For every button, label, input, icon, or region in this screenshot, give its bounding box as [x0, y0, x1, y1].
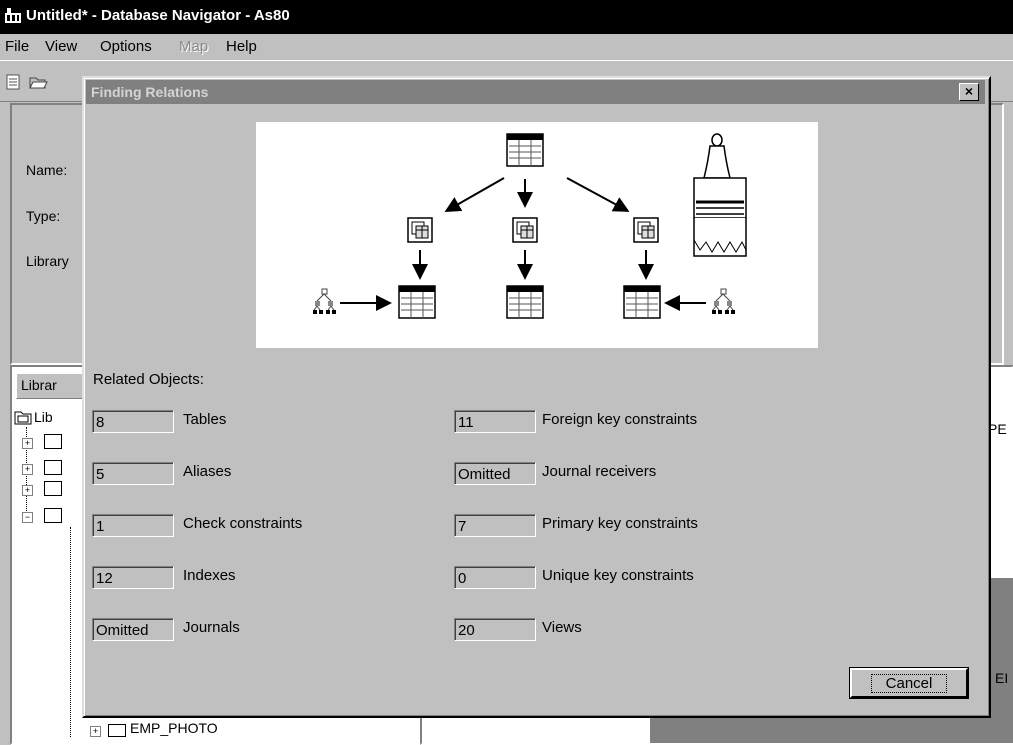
new-icon[interactable]	[4, 73, 24, 91]
folder-icon	[44, 460, 62, 475]
index-tree-icon	[312, 288, 337, 315]
table-icon	[506, 133, 544, 167]
foreign-key-constraints-label: Foreign key constraints	[542, 411, 698, 428]
libraries-tab-label: Librar	[21, 377, 57, 393]
tree-expand-icon[interactable]: +	[22, 438, 33, 449]
journals-label: Journals	[183, 619, 240, 636]
tree-collapse-icon[interactable]: −	[22, 512, 33, 523]
aliases-label: Aliases	[183, 463, 232, 480]
table-icon	[108, 724, 126, 737]
library-label: Library	[26, 253, 69, 269]
unique-key-constraints-count-field: 0	[454, 566, 536, 589]
library-root-icon	[14, 411, 32, 425]
view-icon	[633, 217, 659, 243]
type-label: Type:	[26, 208, 61, 224]
index-tree-icon	[711, 288, 736, 315]
primary-key-constraints-count-field: 7	[454, 514, 536, 537]
cancel-button-label: Cancel	[870, 674, 948, 693]
libraries-tab[interactable]: Librar	[16, 373, 88, 399]
view-icon	[512, 217, 538, 243]
relations-illustration	[256, 122, 818, 348]
aliases-count-field: 5	[92, 462, 174, 485]
related-objects-label: Related Objects:	[93, 371, 204, 388]
window-title-bar: Untitled* - Database Navigator - As80	[0, 0, 1013, 34]
cancel-button[interactable]: Cancel	[850, 668, 968, 698]
view-icon	[407, 217, 433, 243]
details-text-fragment: EI	[995, 670, 1009, 686]
check-constraints-count-field: 1	[92, 514, 174, 537]
views-count-field: 20	[454, 618, 536, 641]
foreign-key-constraints-count-field: 11	[454, 410, 536, 433]
journals-count-field: Omitted	[92, 618, 174, 641]
close-button[interactable]: ×	[959, 83, 979, 101]
open-folder-icon[interactable]	[28, 73, 48, 91]
folder-icon	[44, 481, 62, 496]
primary-key-constraints-label: Primary key constraints	[542, 515, 698, 532]
menu-map[interactable]: Map	[179, 38, 209, 55]
window-title: Untitled* - Database Navigator - As80	[26, 7, 290, 24]
indexes-label: Indexes	[183, 567, 236, 584]
paint-brush-icon	[693, 133, 747, 257]
details-text-fragment: PE	[988, 421, 1007, 437]
menu-help[interactable]: Help	[226, 38, 257, 55]
folder-icon	[44, 434, 62, 449]
table-icon	[398, 285, 436, 319]
views-label: Views	[542, 619, 582, 636]
tree-expand-icon[interactable]: +	[90, 726, 101, 737]
table-icon	[623, 285, 661, 319]
tree-expand-icon[interactable]: +	[22, 485, 33, 496]
tree-root-label[interactable]: Lib	[34, 409, 53, 425]
tree-expand-icon[interactable]: +	[22, 464, 33, 475]
name-label: Name:	[26, 162, 68, 178]
journal-receivers-label: Journal receivers	[542, 463, 657, 480]
folder-icon	[44, 508, 62, 523]
menu-file[interactable]: File	[5, 38, 30, 55]
tables-count-field: 8	[92, 410, 174, 433]
unique-key-constraints-label: Unique key constraints	[542, 567, 694, 584]
table-icon	[506, 285, 544, 319]
journal-receivers-count-field: Omitted	[454, 462, 536, 485]
dialog-title: Finding Relations	[91, 84, 209, 100]
close-icon: ×	[964, 83, 974, 99]
menu-options[interactable]: Options	[100, 38, 152, 55]
tables-label: Tables	[183, 411, 227, 428]
menu-view[interactable]: View	[45, 38, 78, 55]
tree-item-emp-photo[interactable]: EMP_PHOTO	[130, 720, 218, 736]
finding-relations-dialog: Finding Relations ×	[82, 76, 991, 718]
indexes-count-field: 12	[92, 566, 174, 589]
menu-bar: File View Options Map Help	[0, 34, 1013, 60]
database-navigator-app-icon	[5, 8, 21, 23]
check-constraints-label: Check constraints	[183, 515, 303, 532]
dialog-title-bar: Finding Relations ×	[86, 80, 985, 104]
